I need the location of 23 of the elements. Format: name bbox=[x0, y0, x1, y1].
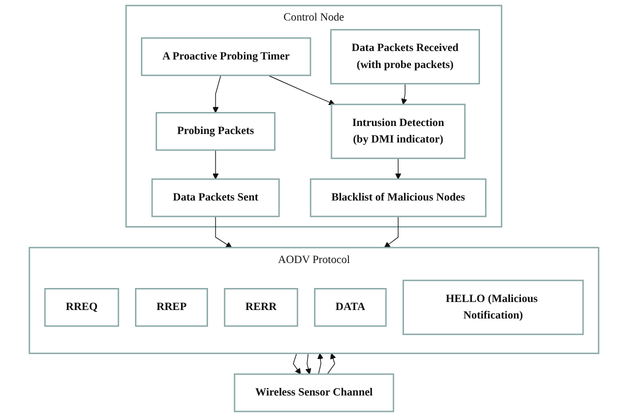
node-box: Probing Packets bbox=[156, 112, 276, 151]
node-box: HELLO (Malicious Notification) bbox=[402, 280, 584, 336]
arrow bbox=[212, 75, 222, 113]
arrow bbox=[215, 216, 232, 248]
node-box: RREQ bbox=[44, 288, 120, 327]
arrow bbox=[292, 353, 301, 374]
node-box: Intrusion Detection (by DMI indicator) bbox=[330, 104, 466, 160]
node-box: Data Packets Received (with probe packets) bbox=[330, 29, 480, 84]
node-box: DATA bbox=[314, 288, 387, 327]
node-box: Data Packets Sent bbox=[151, 178, 280, 218]
node-box: Blacklist of Malicious Nodes bbox=[310, 178, 486, 218]
arrow bbox=[317, 353, 324, 374]
arrow bbox=[384, 216, 399, 248]
arrow bbox=[212, 150, 219, 180]
arrow bbox=[395, 158, 402, 180]
node-box: Wireless Sensor Channel bbox=[234, 373, 394, 412]
arrow bbox=[326, 353, 336, 374]
node-box: RREP bbox=[135, 288, 208, 327]
arrow bbox=[268, 75, 335, 106]
node-box: RERR bbox=[224, 288, 298, 327]
arrow bbox=[305, 353, 312, 374]
node-box: A Proactive Probing Timer bbox=[140, 37, 312, 76]
arrow bbox=[401, 83, 408, 105]
